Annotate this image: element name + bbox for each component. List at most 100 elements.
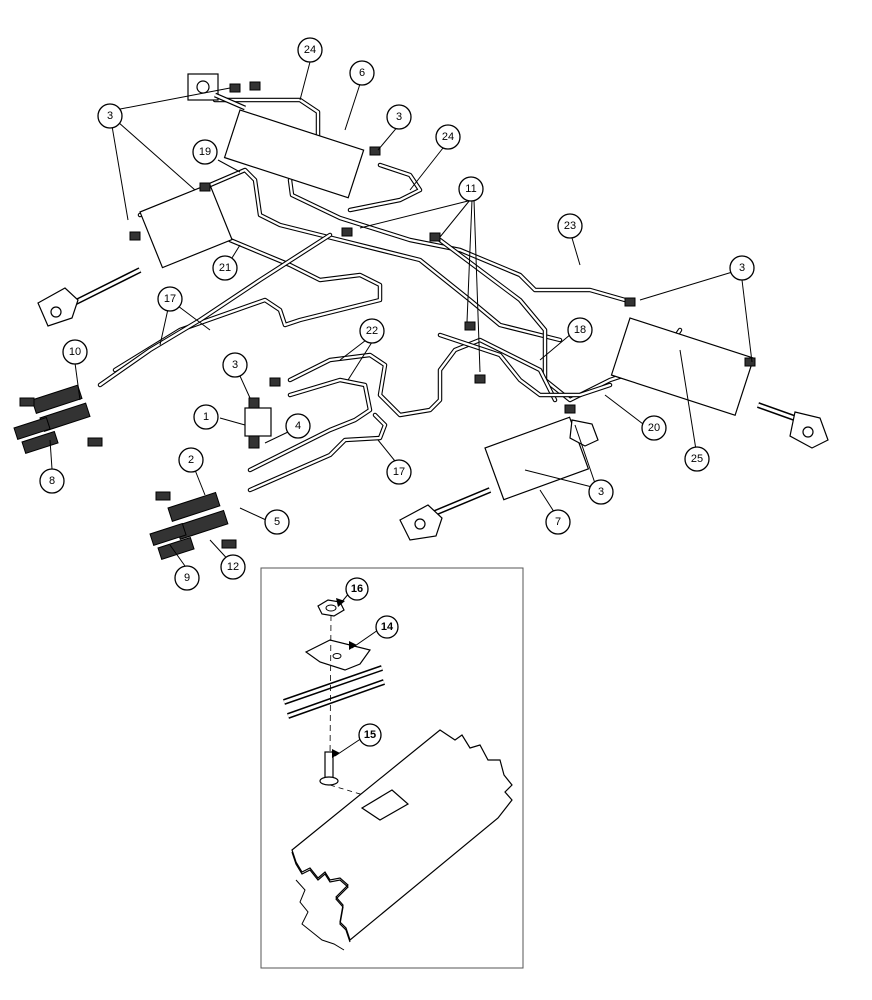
callout-label: 9 [184,572,190,584]
valve-fitting [248,435,260,449]
hose-path [248,413,387,492]
cylinder-rod [214,93,246,110]
coupler-set-9 [149,491,237,561]
arrowhead [336,598,345,607]
callout-label: 17 [393,466,405,478]
coupler-cap [19,397,35,407]
callout-label: 18 [574,324,586,336]
callout-9: 9 [174,565,200,591]
callout-10: 10 [62,339,88,365]
fitting [744,357,756,367]
valve-fitting [248,397,260,409]
callout-5: 5 [264,509,290,535]
callout-8: 8 [39,468,65,494]
fitting [564,404,576,414]
callout-label: 15 [364,729,376,741]
tube [283,666,383,704]
callout-2: 2 [178,447,204,473]
clamp-hole [332,653,342,659]
callout-label: 16 [351,583,363,595]
callout-label: 4 [295,420,301,432]
callout-7: 7 [545,509,571,535]
hose-path [248,378,372,472]
clevis-pin-hole [196,80,210,94]
bolt-shank [324,751,334,779]
hose-path [438,333,612,397]
callout-24: 24 [435,124,461,150]
callout-label: 5 [274,516,280,528]
coupler-body [31,384,83,414]
callout-label: 3 [598,486,604,498]
callout-label: 1 [203,411,209,423]
callout-label: 14 [381,621,394,633]
callout-22: 22 [359,318,385,344]
frame-slot [360,789,410,821]
fitting [199,182,211,192]
callout-label: 3 [396,111,402,123]
callout-label: 11 [465,183,476,195]
fitting [429,232,441,242]
inset-leader-lines [332,591,379,758]
coupler-body [157,536,195,561]
callout-label: 22 [366,325,378,337]
hose-path [213,98,627,302]
cylinder-6 [187,73,365,199]
frame-tube-break [295,879,345,951]
tube [287,680,385,718]
callout-label: 3 [739,262,745,274]
coupler-body [13,416,51,441]
callout-3: 3 [222,352,248,378]
fitting [624,297,636,307]
callout-14: 14 [375,615,399,639]
callout-17: 17 [386,459,412,485]
callout-4: 4 [285,413,311,439]
coupler-cap [155,491,171,501]
callout-21: 21 [212,255,238,281]
callout-18: 18 [567,317,593,343]
callout-label: 24 [304,44,316,56]
inset-frame [260,567,524,969]
callout-label: 21 [219,262,231,274]
hose-path [208,168,562,342]
cylinder-left [37,183,233,327]
hydraulic-lines [97,97,683,493]
callout-label: 3 [107,110,113,122]
cylinder-7 [399,416,599,541]
fitting [229,83,241,93]
assembly-axis [329,614,332,761]
callout-label: 24 [442,131,454,143]
fitting [341,227,353,237]
callout-label: 12 [227,561,239,573]
inset-callouts: 16 14 15 [345,577,399,747]
callout-24: 24 [297,37,323,63]
inset-detail [260,567,524,969]
callout-1: 1 [193,404,219,430]
leader-lines [49,61,753,567]
clevis-pin-hole [50,306,62,318]
frame-tube-break [291,851,351,943]
callout-label: 2 [188,454,194,466]
fitting [369,146,381,156]
callout-19: 19 [192,139,218,165]
callout-17: 17 [157,286,183,312]
fitting [249,81,261,91]
callout-3: 3 [97,103,123,129]
callout-label: 25 [691,453,703,465]
callout-15: 15 [358,723,382,747]
arrowhead [349,641,357,650]
hose-path [348,163,422,212]
callout-label: 10 [69,346,81,358]
arrowhead [332,749,340,758]
coupler-cap [87,437,103,447]
coupler-body [21,430,59,455]
callout-3: 3 [386,104,412,130]
hose-path [288,338,557,417]
clevis-pin-hole [802,426,814,438]
valve-body [244,407,272,437]
fitting [464,321,476,331]
cylinder-rod [429,488,491,517]
callout-label: 3 [232,359,238,371]
callout-11: 11 [458,176,484,202]
coupler-body [167,491,221,522]
